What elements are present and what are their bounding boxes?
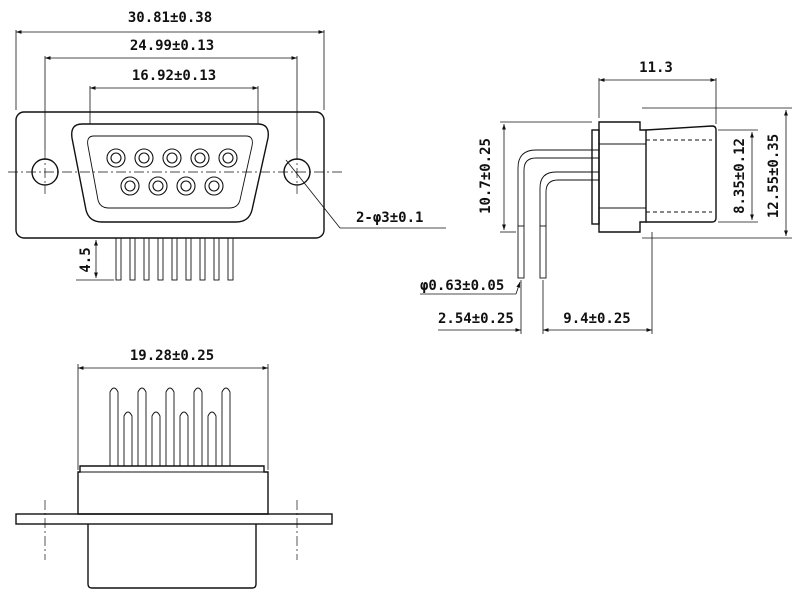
- side-flange: [591, 129, 600, 225]
- dim-pin-pitch: 2.54±0.25: [438, 311, 514, 327]
- dim-shell-width: 16.92±0.13: [132, 68, 216, 84]
- front-shell-outer: [71, 123, 269, 223]
- bottom-flange: [15, 513, 333, 525]
- side-pin-outer: [517, 149, 599, 226]
- bottom-view: 19.28±0.25: [15, 348, 333, 589]
- side-view: 11.3 10.7±0.25 8.35±0.12 12.55±0.35 φ0.6…: [420, 60, 792, 334]
- side-rear-body: [598, 121, 647, 233]
- dim-flange-height: 12.55±0.35: [766, 134, 782, 218]
- front-view: 30.81±0.38 24.99±0.13 16.92±0.13 2-φ3±0.…: [8, 10, 446, 281]
- bottom-rear-body: [77, 465, 269, 515]
- dim-mounting-pitch: 24.99±0.13: [130, 38, 214, 54]
- dim-pin-length: 4.5: [78, 247, 94, 272]
- dim-shell-height: 8.35±0.12: [732, 138, 748, 214]
- dim-hole-diameter: 2-φ3±0.1: [356, 210, 423, 226]
- front-flange: [15, 111, 325, 239]
- bottom-front-shell: [87, 524, 257, 589]
- dim-depth: 11.3: [639, 60, 673, 76]
- front-pcb-pins: [115, 237, 234, 281]
- dim-pin-height: 10.7±0.25: [478, 138, 494, 214]
- side-pin-inner: [539, 171, 599, 226]
- contact-row-bottom: [120, 176, 224, 196]
- dim-overall-width: 30.81±0.38: [128, 10, 212, 26]
- dim-pin-offset: 9.4±0.25: [563, 311, 630, 327]
- bottom-pins: [109, 387, 231, 466]
- contact-row-top: [106, 148, 238, 168]
- front-shell-inner: [87, 135, 253, 209]
- dim-pin-diameter: φ0.63±0.05: [420, 278, 504, 294]
- side-front-shell: [645, 125, 717, 223]
- dim-bottom-width: 19.28±0.25: [130, 348, 214, 364]
